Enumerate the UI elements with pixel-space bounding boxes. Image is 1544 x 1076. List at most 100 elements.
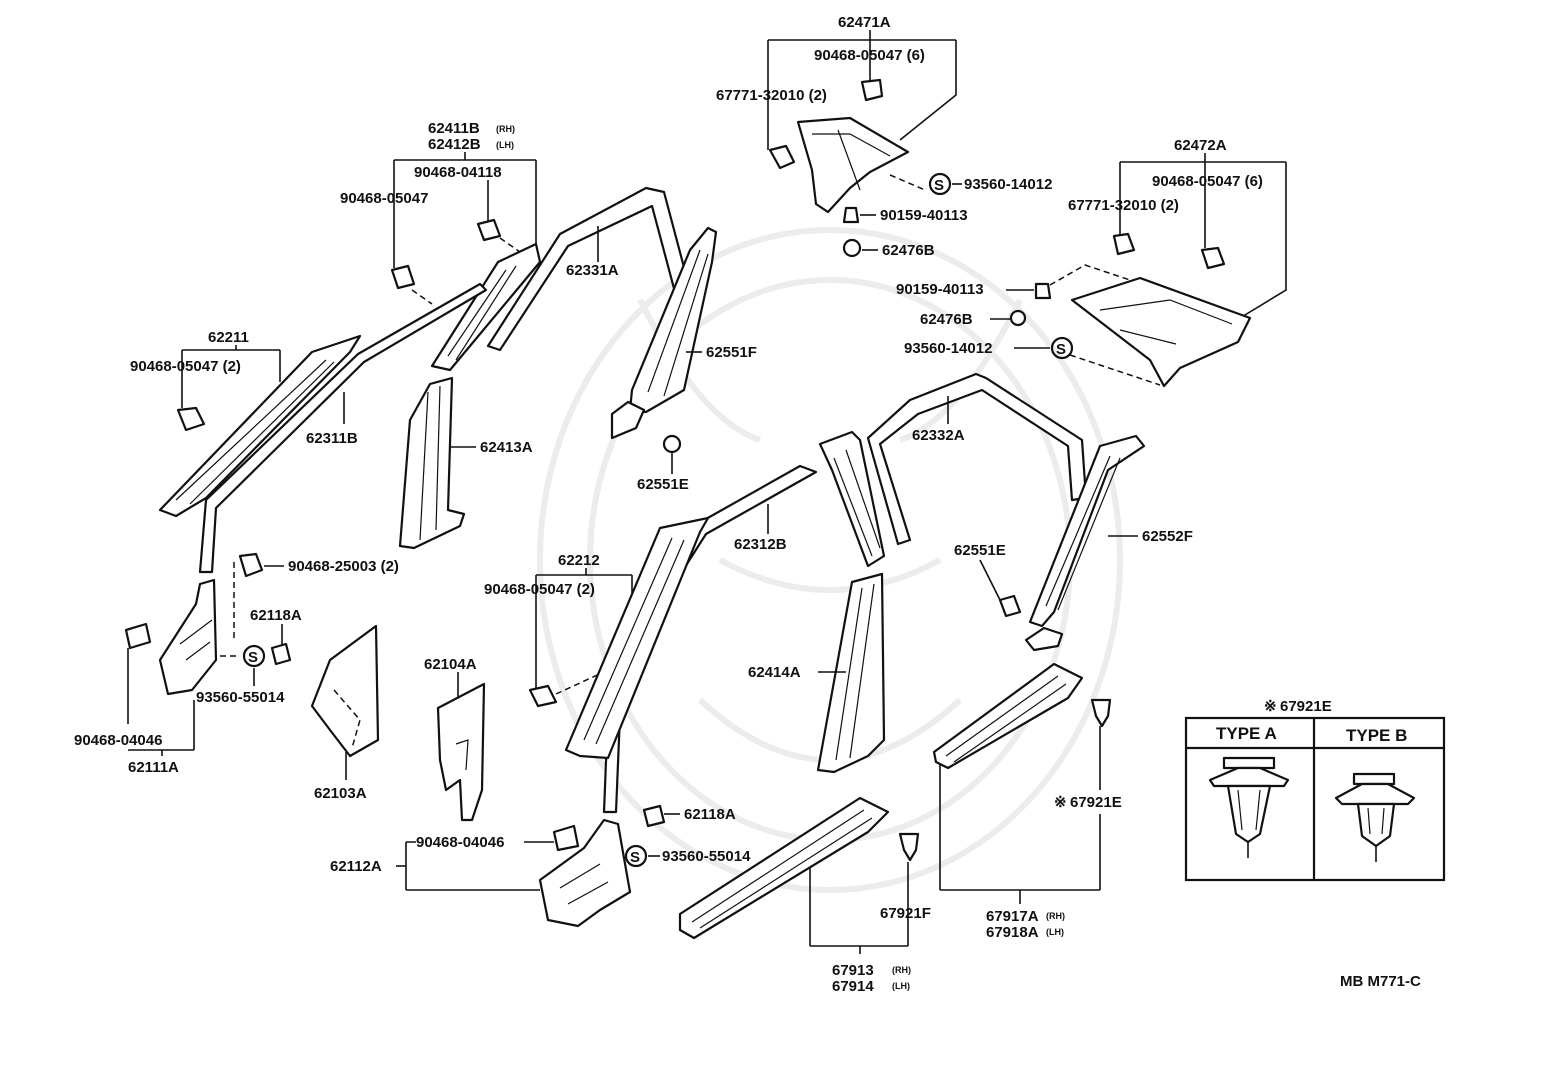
label-62476B-b[interactable]: 62476B [920, 311, 973, 328]
label-62111A[interactable]: 62111A [128, 759, 179, 776]
scuff-plate-67917A [932, 662, 1084, 770]
quarter-trim-upper [796, 116, 910, 214]
group-67913: 67921F 67913 (RH) 67914 (LH) [678, 796, 931, 995]
s-symbol-b [1050, 336, 1074, 360]
label-62312B[interactable]: 62312B [734, 536, 787, 553]
windshield-pillar-garnish [430, 242, 542, 372]
label-62411B[interactable]: 62411B [428, 120, 480, 137]
label-62412B[interactable]: 62412B [428, 136, 481, 153]
clip-67771-32010 [768, 144, 796, 170]
quarter-pillar-garnish [818, 430, 886, 568]
group-62112A: 62118A 90468-04046 62112A S 93560-55014 [330, 804, 751, 928]
label-67918A[interactable]: 67918A [986, 924, 1039, 941]
label-90468-25003-2[interactable]: 90468-25003 (2) [288, 558, 399, 575]
clip-90468-25003 [238, 552, 264, 578]
svg-text:(LH): (LH) [892, 981, 910, 991]
label-62551F[interactable]: 62551F [706, 344, 757, 361]
svg-text:(RH): (RH) [496, 124, 515, 134]
label-62332A[interactable]: 62332A [912, 427, 965, 444]
label-90159-40113-b[interactable]: 90159-40113 [896, 281, 984, 298]
asterisk-67921E-b: ※ [1264, 698, 1277, 715]
pillar-foot-62552F [1024, 626, 1064, 652]
label-67913[interactable]: 67913 [832, 962, 874, 979]
group-62103A: 62103A 62104A [310, 624, 486, 822]
label-62331A[interactable]: 62331A [566, 262, 619, 279]
label-93560-55014[interactable]: 93560-55014 [196, 689, 285, 706]
label-90159-40113[interactable]: 90159-40113 [880, 207, 968, 224]
label-90468-04118[interactable]: 90468-04118 [414, 164, 502, 181]
label-67771-32010-2[interactable]: 67771-32010 (2) [716, 87, 827, 104]
label-62211[interactable]: 62211 [208, 329, 249, 346]
label-67921F[interactable]: 67921F [880, 905, 931, 922]
label-62112A[interactable]: 62112A [330, 858, 382, 875]
clip-62551E-b [998, 594, 1022, 618]
asterisk-67921E: ※ [1054, 794, 1067, 811]
label-62311B[interactable]: 62311B [306, 430, 358, 447]
label-90468-05047-6[interactable]: 90468-05047 (6) [814, 47, 925, 64]
label-90468-05047-2b[interactable]: 90468-05047 (2) [484, 581, 595, 598]
group-62111A: 90468-25003 (2) 62118A S 93560-55014 904… [74, 552, 399, 776]
label-62118A-b[interactable]: 62118A [684, 806, 736, 823]
svg-text:(RH): (RH) [892, 965, 911, 975]
clip-type-table: ※ 67921E TYPE A TYPE B [1184, 698, 1446, 882]
label-67917A[interactable]: 67917A [986, 908, 1039, 925]
label-62551E-b[interactable]: 62551E [954, 542, 1006, 559]
label-90468-05047[interactable]: 90468-05047 [340, 190, 428, 207]
label-67921E-b[interactable]: 67921E [1280, 698, 1332, 715]
clip-90468-04046-b [552, 824, 580, 852]
pillar-foot-62551F [610, 400, 646, 440]
label-62551E[interactable]: 62551E [637, 476, 689, 493]
label-62552F[interactable]: 62552F [1142, 528, 1193, 545]
group-62411B: 62411B (RH) 62412B (LH) 90468-04118 9046… [340, 120, 542, 372]
diagram-code: MB M771-C [1340, 973, 1421, 990]
label-62414A[interactable]: 62414A [748, 664, 801, 681]
front-pillar-garnish-62211 [158, 334, 362, 518]
clip-90468-05047-d [176, 406, 206, 432]
center-pillar-lower-62414A [816, 572, 886, 774]
label-90468-05047-6b[interactable]: 90468-05047 (6) [1152, 173, 1263, 190]
s-mark-d: S [630, 849, 640, 866]
cowl-side-trim-62111A [158, 578, 218, 696]
label-62472A[interactable]: 62472A [1174, 137, 1227, 154]
group-62331A: 62331A 62551F 62551E [486, 186, 757, 493]
label-62413A[interactable]: 62413A [480, 439, 533, 456]
label-93560-55014-b[interactable]: 93560-55014 [662, 848, 751, 865]
clip-type-b-drawing [1334, 772, 1416, 862]
svg-text:(RH): (RH) [1046, 911, 1065, 921]
label-62103A[interactable]: 62103A [314, 785, 367, 802]
clip-90468-04046-a [124, 622, 152, 650]
label-62118A[interactable]: 62118A [250, 607, 302, 624]
screw-90159-40113-b [1034, 282, 1052, 300]
s-symbol-c [242, 644, 266, 668]
clip-67921F [898, 832, 920, 862]
label-90468-05047-2a[interactable]: 90468-05047 (2) [130, 358, 241, 375]
s-symbol [928, 172, 952, 196]
s-symbol-d [624, 844, 648, 868]
screw-90159-40113 [842, 206, 860, 224]
label-90468-04046-b[interactable]: 90468-04046 [416, 834, 504, 851]
clip-62118A [270, 642, 292, 666]
label-93560-14012-b[interactable]: 93560-14012 [904, 340, 992, 357]
clip-90468-05047-e [528, 684, 558, 708]
label-62476B[interactable]: 62476B [882, 242, 935, 259]
label-67771-32010-2b[interactable]: 67771-32010 (2) [1068, 197, 1179, 214]
s-mark: S [934, 177, 944, 194]
label-62212[interactable]: 62212 [558, 552, 600, 569]
label-90468-04046[interactable]: 90468-04046 [74, 732, 162, 749]
clip-90468-05047-c [390, 264, 416, 290]
label-93560-14012[interactable]: 93560-14012 [964, 176, 1052, 193]
label-62471A[interactable]: 62471A [838, 14, 891, 31]
rear-pillar-garnish-62552F [1028, 434, 1146, 628]
group-62211: 62211 90468-05047 (2) 62311B 62413A [130, 282, 533, 574]
group-62472A: 62472A 90468-05047 (6) 67771-32010 (2) 9… [896, 137, 1287, 388]
front-pillar-garnish-62212 [564, 516, 710, 760]
label-67921E[interactable]: 67921E [1070, 794, 1122, 811]
clip-62118A-b [642, 804, 666, 828]
label-67914[interactable]: 67914 [832, 978, 874, 995]
center-pillar-lower-62413A [398, 376, 466, 550]
roof-weatherstrip-62332A [866, 372, 1088, 546]
kick-panel-62104A [436, 682, 486, 822]
kick-panel-62103A [310, 624, 380, 758]
label-62104A[interactable]: 62104A [424, 656, 477, 673]
